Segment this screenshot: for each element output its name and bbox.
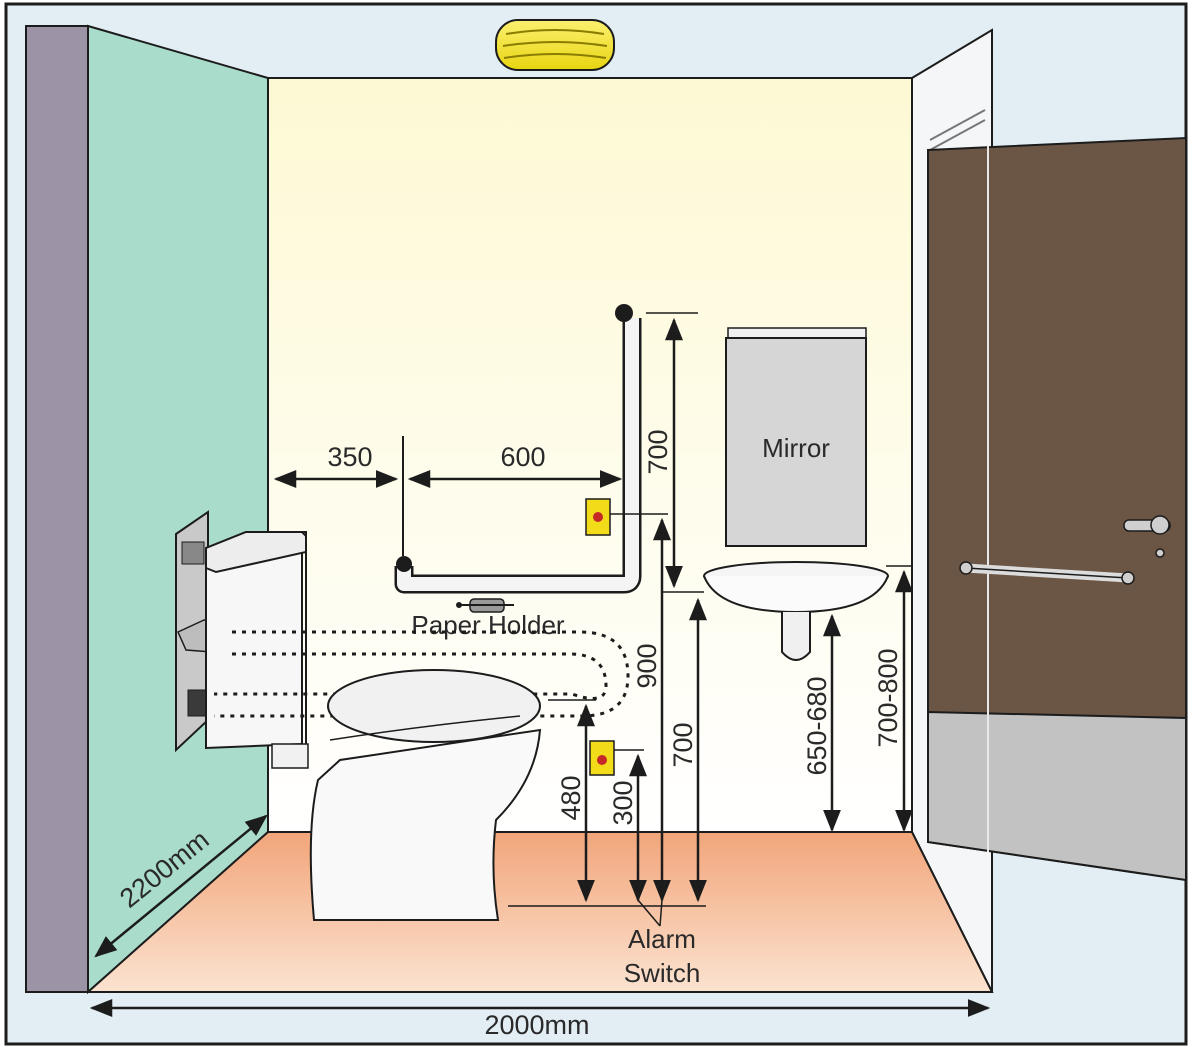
mirror: Mirror: [725, 327, 867, 547]
paper-holder-icon: [456, 598, 514, 613]
toilet-cistern: [205, 531, 307, 750]
dim-room-width: 2000mm: [484, 1010, 589, 1040]
dim-alarm-upper: 900: [632, 643, 662, 688]
toilet-pan: [271, 669, 542, 921]
dim-rail-length: 600: [500, 442, 545, 472]
dimension-lines: [89, 312, 991, 1017]
ceiling-light-icon: [495, 19, 615, 71]
alarm-switch-lower-icon: [589, 740, 615, 776]
wash-basin: [703, 561, 889, 661]
dim-basin-underside: 650-680: [802, 676, 832, 775]
mirror-label: Mirror: [762, 433, 830, 463]
dim-rail-height: 700: [668, 722, 698, 767]
door-kick-plate: [927, 710, 1187, 882]
dim-alarm-lower: 300: [608, 780, 638, 825]
door: [927, 136, 1187, 882]
alarm-switch-label-line2: Switch: [624, 958, 701, 988]
dim-wall-to-rail: 350: [327, 442, 372, 472]
paper-holder-label: Paper Holder: [411, 610, 565, 640]
l-shaped-grab-rail: [394, 304, 642, 594]
dim-vertical-rail: 700: [643, 429, 673, 474]
alarm-switch-label-line1: Alarm: [628, 924, 696, 954]
wall-edge: [25, 25, 89, 993]
dim-seat-height: 480: [556, 775, 586, 820]
alarm-switch-upper-icon: [585, 498, 611, 536]
fold-down-rail-guides: [214, 630, 630, 718]
dim-basin-top: 700-800: [873, 648, 903, 747]
